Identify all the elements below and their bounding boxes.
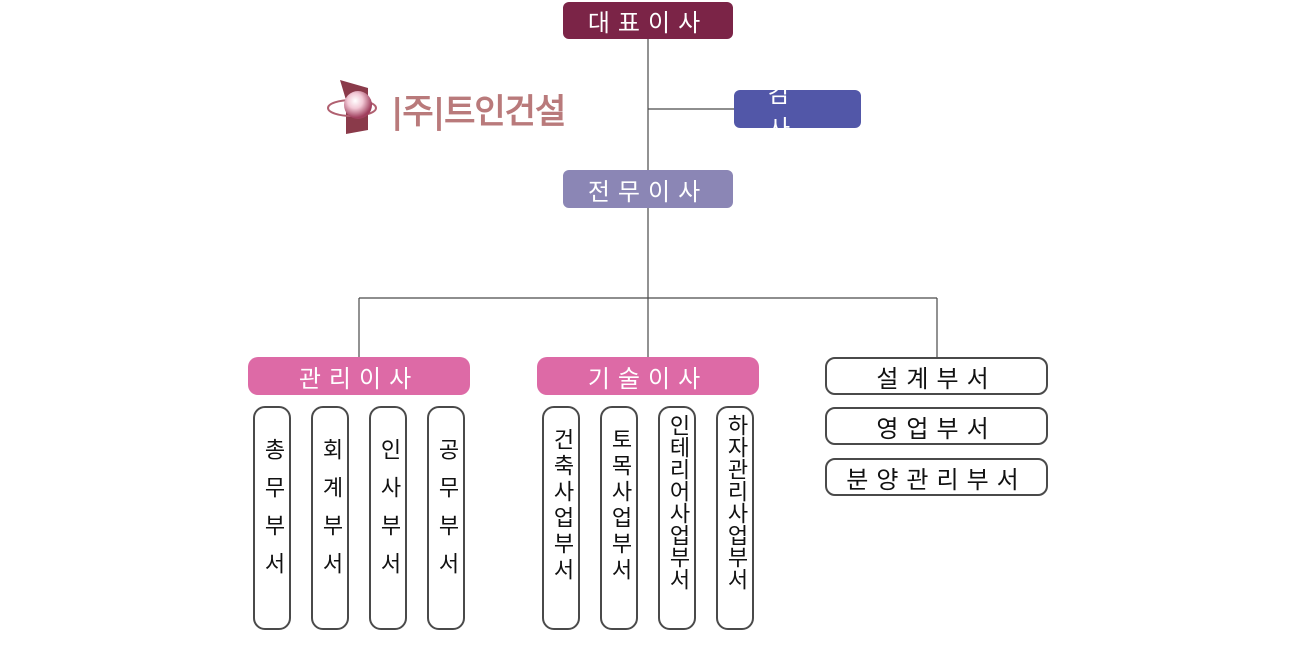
managing-director-box: 전무이사 (563, 170, 733, 208)
department-label: 공무부서 (434, 438, 459, 590)
sales-department-box: 영업부서 (825, 407, 1048, 445)
design-department-label: 설계부서 (876, 364, 997, 393)
civil-engineering-department-box: 토목사업부서 (600, 406, 638, 630)
company-logo-text: |주|트인건설 (391, 92, 566, 132)
department-label: 총무부서 (260, 438, 285, 590)
architecture-business-department-box: 건축사업부서 (542, 406, 580, 630)
general-affairs-department-box: 총무부서 (253, 406, 291, 630)
hr-department-box: 인사부서 (369, 406, 407, 630)
managing-director-label: 전무이사 (587, 177, 709, 206)
ceo-box: 대표이사 (563, 2, 733, 39)
accounting-department-box: 회계부서 (311, 406, 349, 630)
department-label: 인사부서 (376, 438, 401, 590)
department-label: 토목사업부서 (607, 428, 632, 584)
tech-director-label: 기술이사 (587, 364, 709, 393)
sales-department-label: 영업부서 (876, 414, 997, 443)
public-works-department-box: 공무부서 (427, 406, 465, 630)
department-label: 하자관리사업부서 (723, 414, 748, 590)
audit-label: 감사 (768, 80, 825, 143)
ceo-label: 대표이사 (587, 9, 709, 37)
design-department-box: 설계부서 (825, 357, 1048, 395)
defect-management-department-box: 하자관리사업부서 (716, 406, 754, 630)
tech-director-box: 기술이사 (537, 357, 759, 395)
sales-management-department-label: 분양관리부서 (846, 465, 1027, 494)
admin-director-box: 관리이사 (248, 357, 470, 395)
interior-business-department-box: 인테리어사업부서 (658, 406, 696, 630)
audit-box: 감사 (734, 80, 861, 143)
company-logo-icon (327, 80, 377, 134)
department-label: 건축사업부서 (549, 428, 574, 584)
department-label: 회계부서 (318, 438, 343, 590)
department-label: 인테리어사업부서 (665, 414, 690, 590)
admin-director-label: 관리이사 (298, 364, 420, 393)
sales-management-department-box: 분양관리부서 (825, 458, 1048, 496)
